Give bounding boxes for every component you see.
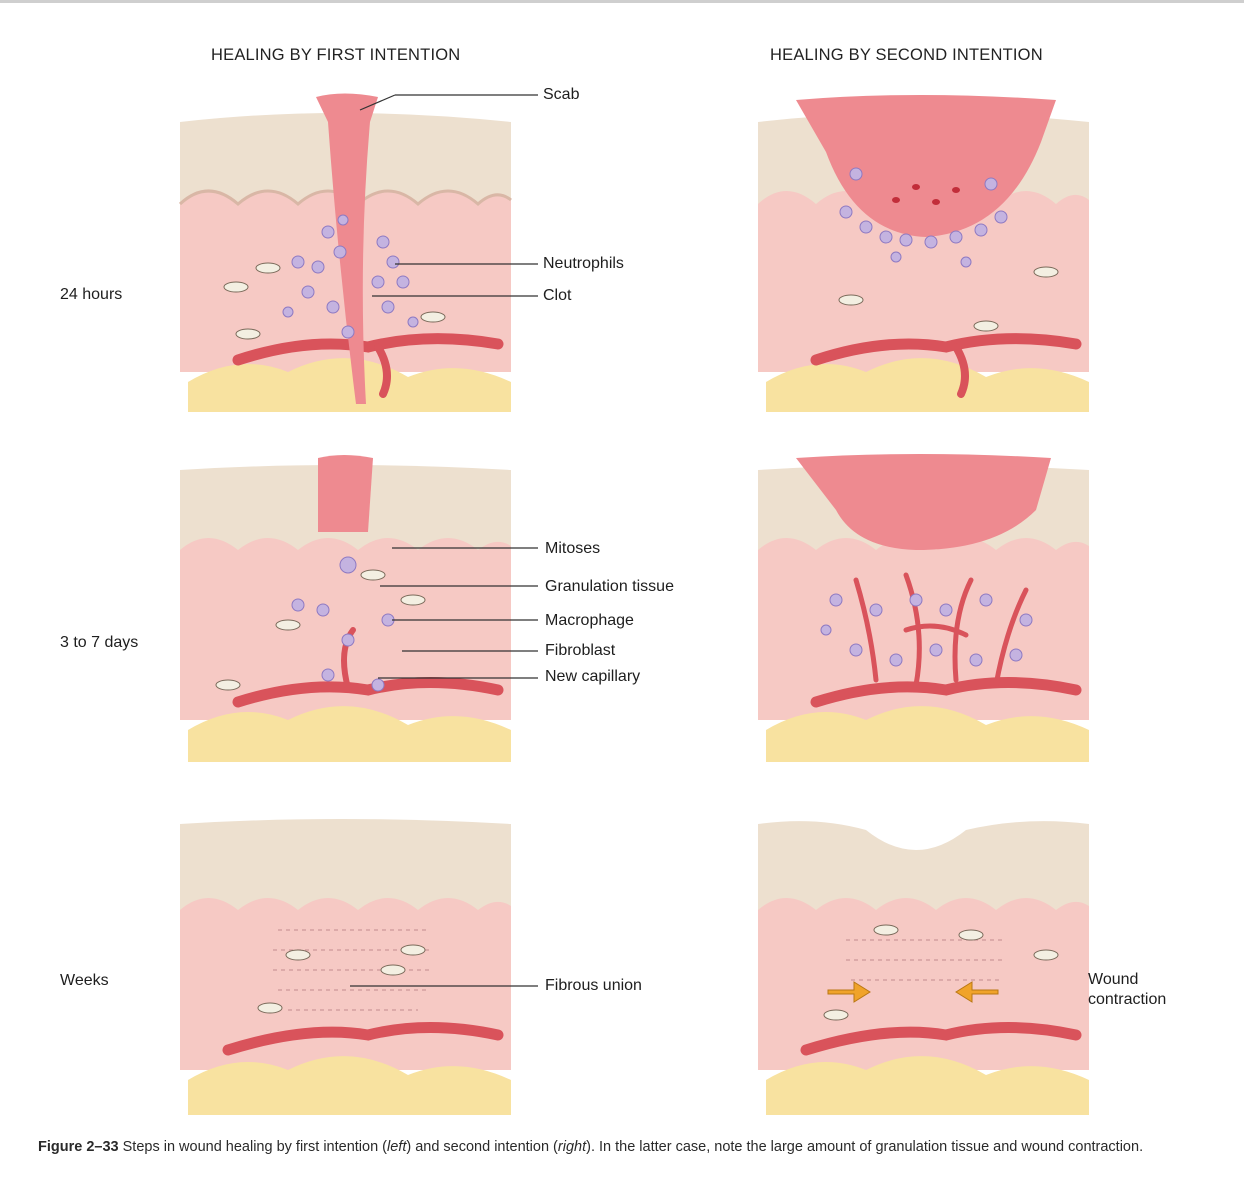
label-mitoses: Mitoses <box>545 540 601 557</box>
panel-first-24h <box>178 93 512 412</box>
label-fibroblast: Fibroblast <box>545 642 616 659</box>
label-wound-contraction: Wound contraction <box>1088 971 1167 1008</box>
label-scab: Scab <box>543 86 580 103</box>
label-clot: Clot <box>543 287 572 304</box>
label-neutrophils: Neutrophils <box>543 255 624 272</box>
figure-caption: Figure 2–33 Steps in wound healing by fi… <box>38 1139 1144 1155</box>
row-label-weeks: Weeks <box>60 972 109 989</box>
label-macrophage: Macrophage <box>545 612 634 629</box>
arrow-icon <box>827 981 871 1003</box>
label-fibrous-union: Fibrous union <box>545 977 642 994</box>
panel-first-3-7d <box>180 455 511 762</box>
panel-first-weeks <box>180 819 511 1115</box>
title-second-intention: HEALING BY SECOND INTENTION <box>770 46 1043 64</box>
panel-second-weeks <box>758 821 1089 1115</box>
panel-second-3-7d <box>758 454 1089 762</box>
arrow-icon <box>955 981 999 1003</box>
title-first-intention: HEALING BY FIRST INTENTION <box>211 46 461 64</box>
top-border <box>0 0 1244 3</box>
row-label-3-7-days: 3 to 7 days <box>60 634 139 651</box>
panel-second-24h <box>758 95 1089 412</box>
label-new-capillary: New capillary <box>545 668 641 685</box>
row-label-24-hours: 24 hours <box>60 286 123 303</box>
label-granulation-tissue: Granulation tissue <box>545 578 674 595</box>
